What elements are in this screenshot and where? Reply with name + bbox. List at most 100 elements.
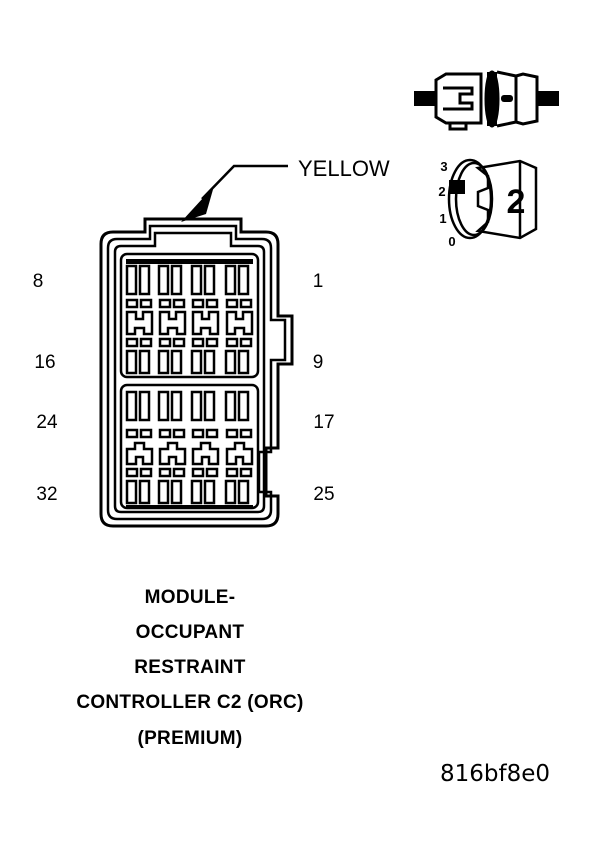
callout-arrowhead — [181, 186, 214, 222]
pin-slot — [190, 479, 203, 505]
pin-number-labels-left: 8 16 24 32 — [33, 271, 58, 505]
pin-slot — [237, 390, 250, 422]
left-plug-body — [434, 72, 483, 125]
pin-slot — [170, 390, 183, 422]
small-cavity — [239, 298, 253, 309]
pin-slot — [224, 390, 237, 422]
latch-down — [125, 441, 154, 466]
pin-slot — [138, 390, 151, 422]
pin-slot — [125, 479, 138, 505]
small-cavity — [225, 298, 239, 309]
small-cavity — [139, 428, 153, 439]
pin-slot — [125, 390, 138, 422]
right-wire-stub — [537, 91, 559, 106]
caption-line-4: CONTROLLER C2 (ORC) — [76, 692, 303, 713]
small-cavity — [172, 467, 186, 478]
pin-label-right-25: 25 — [313, 484, 334, 505]
pin-slot — [170, 349, 183, 375]
small-cavity — [172, 337, 186, 348]
socket-mid-body — [496, 70, 518, 128]
small-cavity — [205, 298, 219, 309]
small-cavity — [239, 467, 253, 478]
scale-label-0: 0 — [448, 234, 455, 249]
small-cavity — [191, 298, 205, 309]
small-cavity — [191, 428, 205, 439]
lower-cavity-block — [119, 383, 260, 510]
wire-color-label: YELLOW — [298, 156, 390, 181]
latch-down — [191, 441, 220, 466]
latch-up — [191, 310, 220, 336]
pin-label-right-1: 1 — [313, 271, 324, 292]
latch-up — [158, 310, 187, 336]
lower-small-square-row-top — [125, 428, 253, 439]
small-cavity — [139, 467, 153, 478]
socket-collar-ring — [484, 70, 500, 128]
caption-line-5: (PREMIUM) — [137, 728, 242, 749]
small-cavity — [205, 337, 219, 348]
inset-mated-connector-sideview — [414, 70, 559, 131]
pin-slot — [138, 264, 151, 296]
pin-slot — [224, 264, 237, 296]
left-plug-foot — [448, 123, 468, 131]
pin-slot — [138, 349, 151, 375]
pin-slot — [224, 479, 237, 505]
outer-shell — [99, 217, 294, 528]
pin-slot — [224, 349, 237, 375]
small-cavity — [225, 428, 239, 439]
pin-slot — [125, 349, 138, 375]
upper-cavity-block — [119, 252, 260, 379]
latch-up — [225, 310, 254, 336]
pin-slot — [203, 479, 216, 505]
small-cavity — [158, 298, 172, 309]
lower-bottom-rail — [126, 505, 253, 509]
pin-slot — [157, 390, 170, 422]
scale-ring-inner — [454, 161, 494, 237]
upper-pin-slot-row-top — [125, 264, 250, 296]
small-cavity — [158, 467, 172, 478]
small-cavity — [225, 337, 239, 348]
pin-label-left-24: 24 — [36, 412, 58, 433]
small-cavity — [239, 337, 253, 348]
socket-key-slot — [501, 95, 513, 102]
left-plug-tongue — [443, 86, 474, 111]
small-cavity — [172, 298, 186, 309]
inner-housing — [113, 231, 266, 514]
scale-label-2: 2 — [438, 184, 445, 199]
lower-small-square-row-bottom — [125, 467, 253, 478]
small-cavity — [239, 428, 253, 439]
lower-pin-slot-row-bottom — [125, 479, 250, 505]
small-cavity — [158, 428, 172, 439]
scale-marker-block — [449, 180, 465, 194]
wire-color-callout: YELLOW — [181, 156, 390, 222]
pin-slot — [157, 264, 170, 296]
upper-small-square-row-top — [125, 298, 253, 309]
pin-slot — [203, 349, 216, 375]
small-cavity — [191, 467, 205, 478]
pin-slot — [237, 479, 250, 505]
small-cavity — [158, 337, 172, 348]
pin-slot — [203, 390, 216, 422]
small-cavity — [125, 467, 139, 478]
pin-label-left-32: 32 — [36, 484, 57, 505]
small-cavity — [139, 337, 153, 348]
pin-slot — [157, 349, 170, 375]
inset-cavity-key-indicator: 3 2 1 0 2 — [438, 158, 538, 249]
small-cavity — [125, 337, 139, 348]
pin-slot — [190, 390, 203, 422]
pin-slot — [203, 264, 216, 296]
latch-up — [125, 310, 154, 336]
lower-latch-row — [125, 441, 254, 466]
cavity-body-front — [475, 159, 538, 240]
caption-block: MODULE- OCCUPANT RESTRAINT CONTROLLER C2… — [76, 587, 303, 749]
pin-slot — [237, 349, 250, 375]
scale-label-1: 1 — [439, 211, 446, 226]
left-wire-stub — [414, 91, 436, 106]
scale-label-3: 3 — [440, 159, 447, 174]
socket-collar — [487, 72, 497, 126]
lower-pin-slot-row-top — [125, 390, 250, 422]
pin-slot — [170, 264, 183, 296]
upper-latch-row — [125, 310, 254, 336]
pin-slot — [190, 264, 203, 296]
small-cavity — [172, 428, 186, 439]
caption-line-1: MODULE- — [145, 587, 236, 608]
